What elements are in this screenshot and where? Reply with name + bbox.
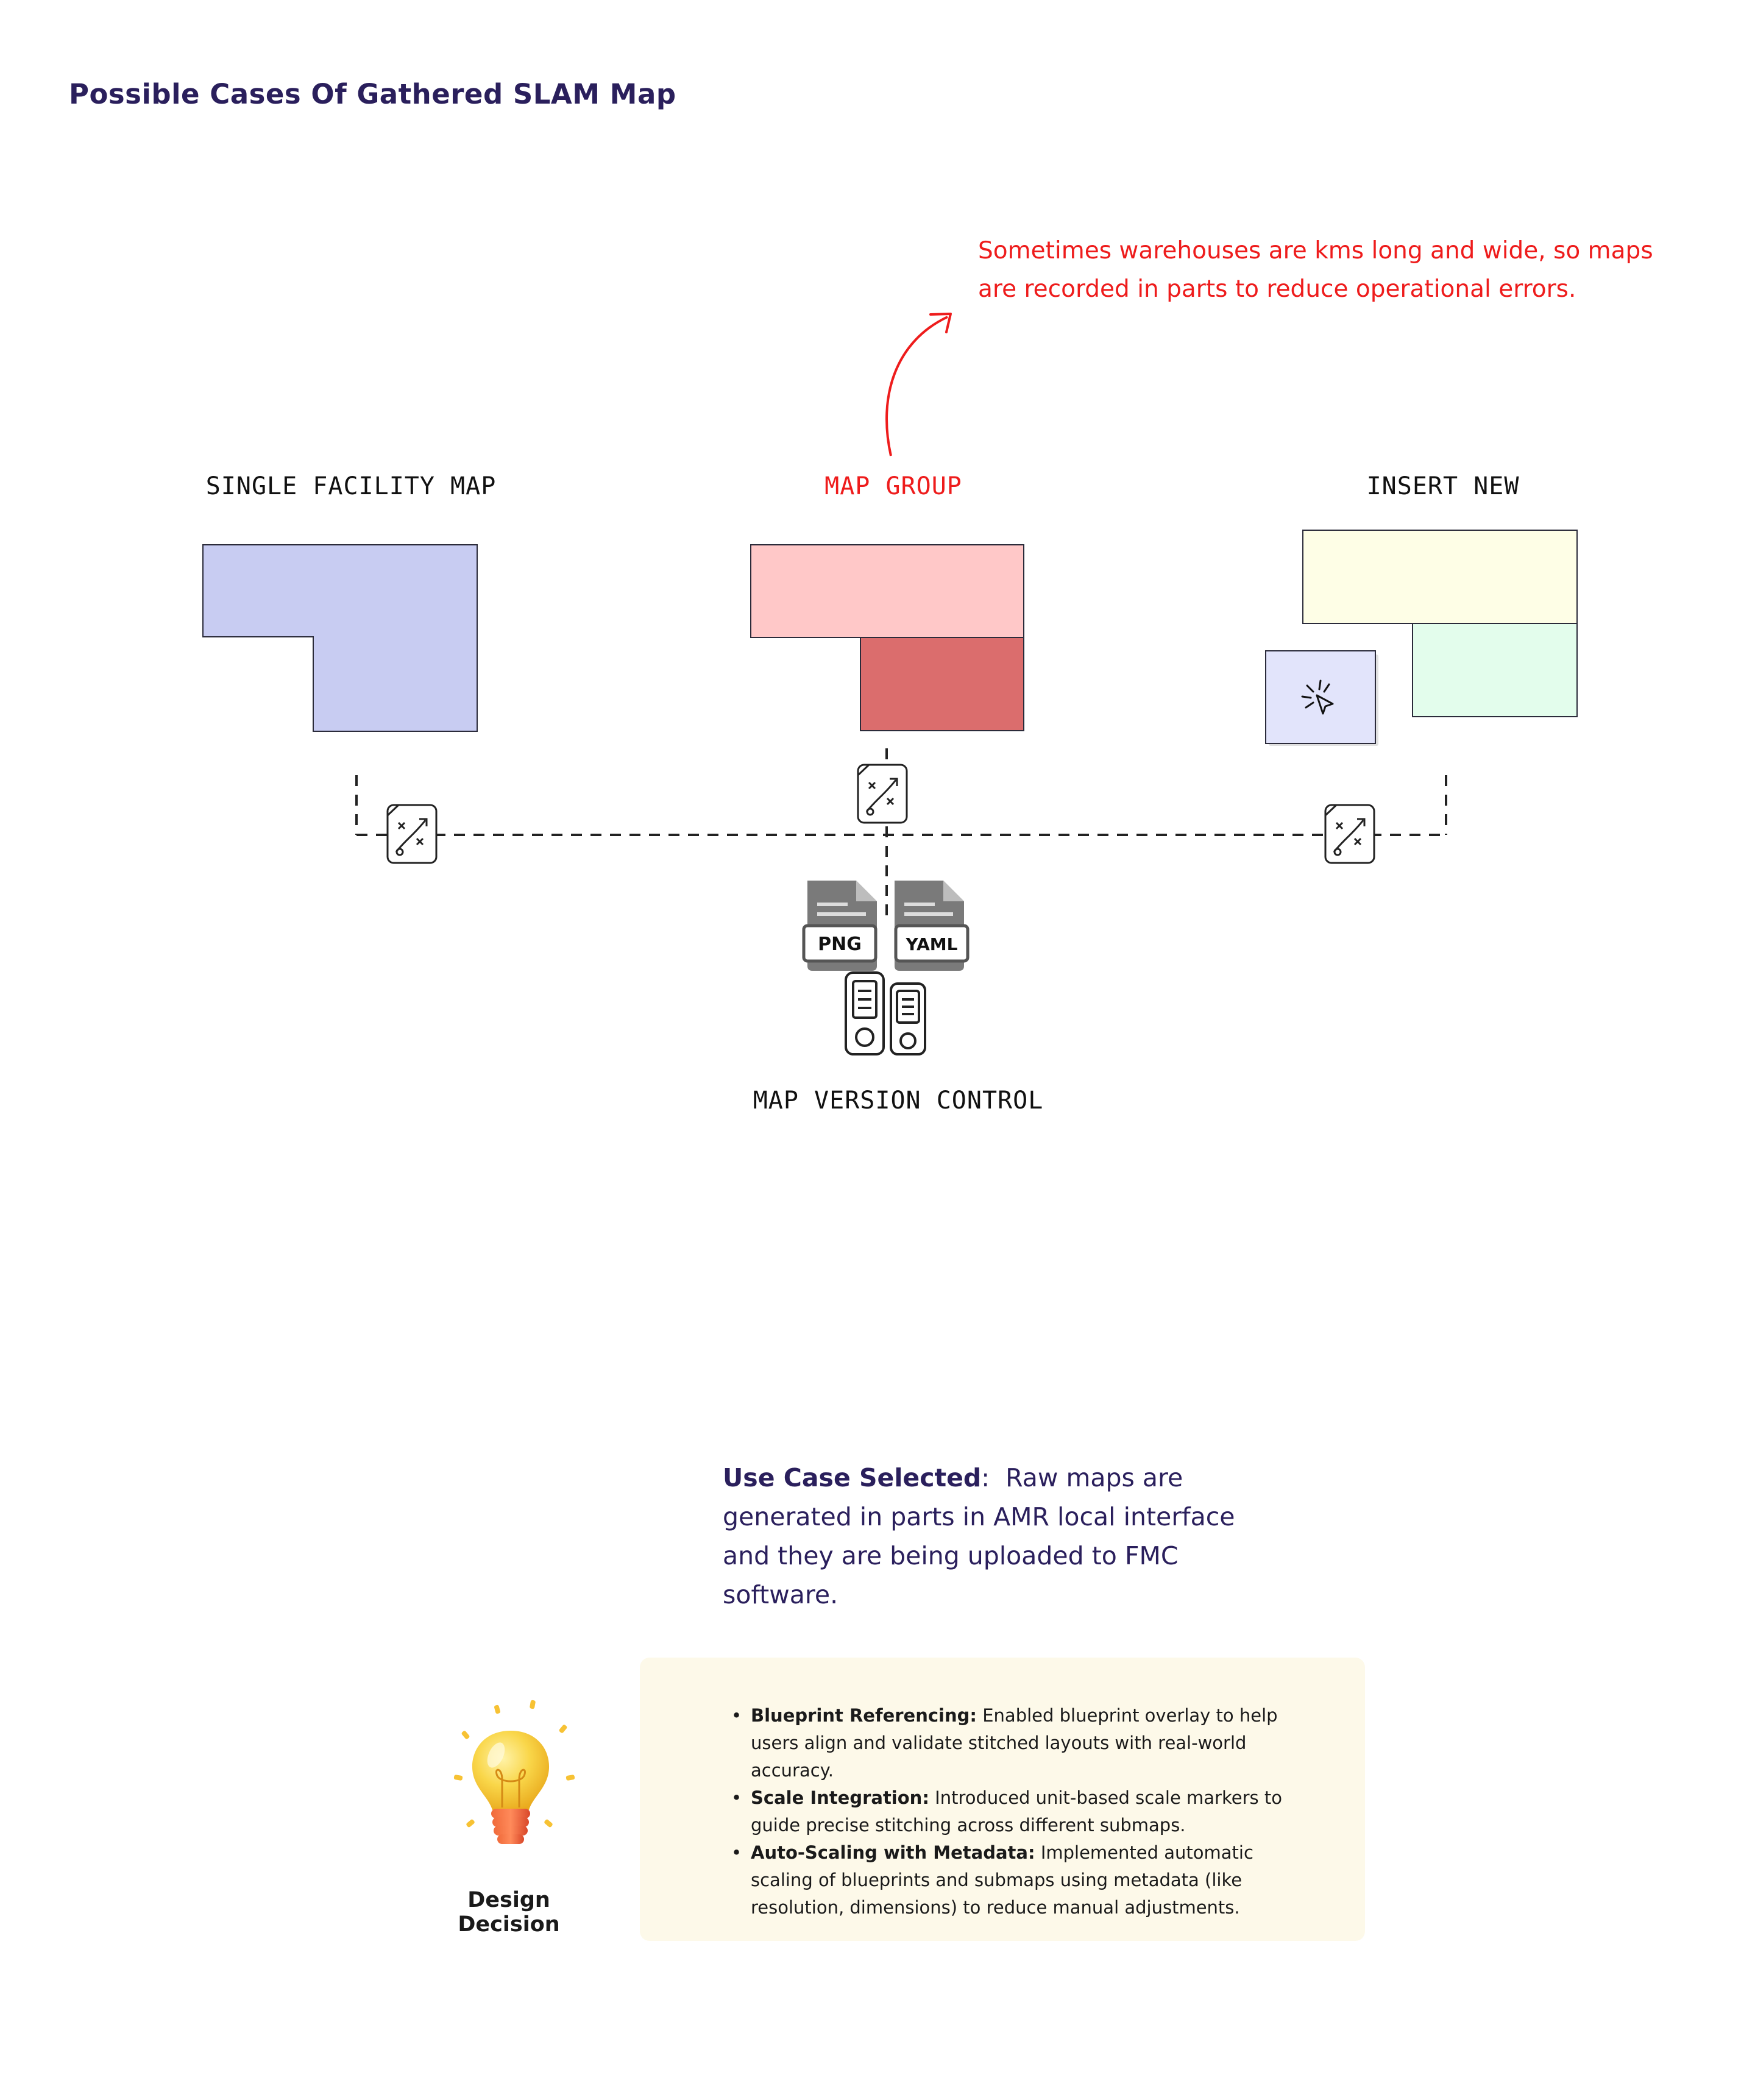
- map-group-part-b: [860, 637, 1024, 731]
- click-cursor-icon: [1301, 679, 1334, 715]
- list-item: Blueprint Referencing: Enabled blueprint…: [730, 1702, 1309, 1784]
- use-case-section: Use Case Selected: Raw maps are generate…: [723, 1463, 1235, 1609]
- design-decision-list: Blueprint Referencing: Enabled blueprint…: [730, 1702, 1309, 1921]
- map-group-part-a: [750, 544, 1024, 638]
- case-label-single-facility-map: SINGLE FACILITY MAP: [205, 472, 497, 500]
- yaml-file-label: YAML: [906, 934, 958, 954]
- decision-item-title: Auto-Scaling with Metadata:: [751, 1842, 1035, 1863]
- decision-item-title: Blueprint Referencing:: [751, 1705, 977, 1726]
- annotation-arrow: [885, 313, 952, 456]
- insert-existing-part-a: [1302, 530, 1578, 624]
- annotation-note: Sometimes warehouses are kms long and wi…: [978, 237, 1653, 303]
- map-document-icon-right: [1324, 804, 1375, 864]
- png-file-label: PNG: [818, 934, 862, 955]
- single-facility-map-shape: [202, 544, 478, 732]
- png-file-icon: PNG: [802, 881, 878, 971]
- list-item: Scale Integration: Introduced unit-based…: [730, 1784, 1309, 1839]
- yaml-file-icon: YAML: [894, 881, 970, 971]
- use-case-heading: Use Case Selected: [723, 1463, 982, 1492]
- design-decision-label: Design Decision: [458, 1888, 560, 1937]
- insert-existing-part-b: [1412, 623, 1578, 717]
- server-icon: [845, 971, 926, 1055]
- map-version-control-label: MAP VERSION CONTROL: [753, 1087, 1044, 1115]
- decision-item-title: Scale Integration:: [751, 1787, 929, 1808]
- use-case-text: Raw maps are generated in parts in AMR l…: [723, 1463, 1235, 1609]
- lightbulb-icon: [453, 1700, 575, 1844]
- page-title: Possible Cases Of Gathered SLAM Map: [69, 78, 676, 110]
- map-document-icon-left: [386, 804, 438, 864]
- slam-diagram: PNG YAML: [202, 313, 1578, 1055]
- case-label-insert-new: INSERT NEW: [1366, 472, 1520, 500]
- list-item: Auto-Scaling with Metadata: Implemented …: [730, 1839, 1309, 1921]
- decision-item-text: Enabled blueprint overlay to help users …: [751, 1705, 1278, 1781]
- map-document-icon-center: [857, 764, 908, 824]
- decision-item-text: Implemented automatic scaling of bluepri…: [751, 1842, 1253, 1918]
- decision-item-text: Introduced unit-based scale markers to g…: [751, 1787, 1282, 1836]
- case-label-map-group: MAP GROUP: [824, 472, 962, 500]
